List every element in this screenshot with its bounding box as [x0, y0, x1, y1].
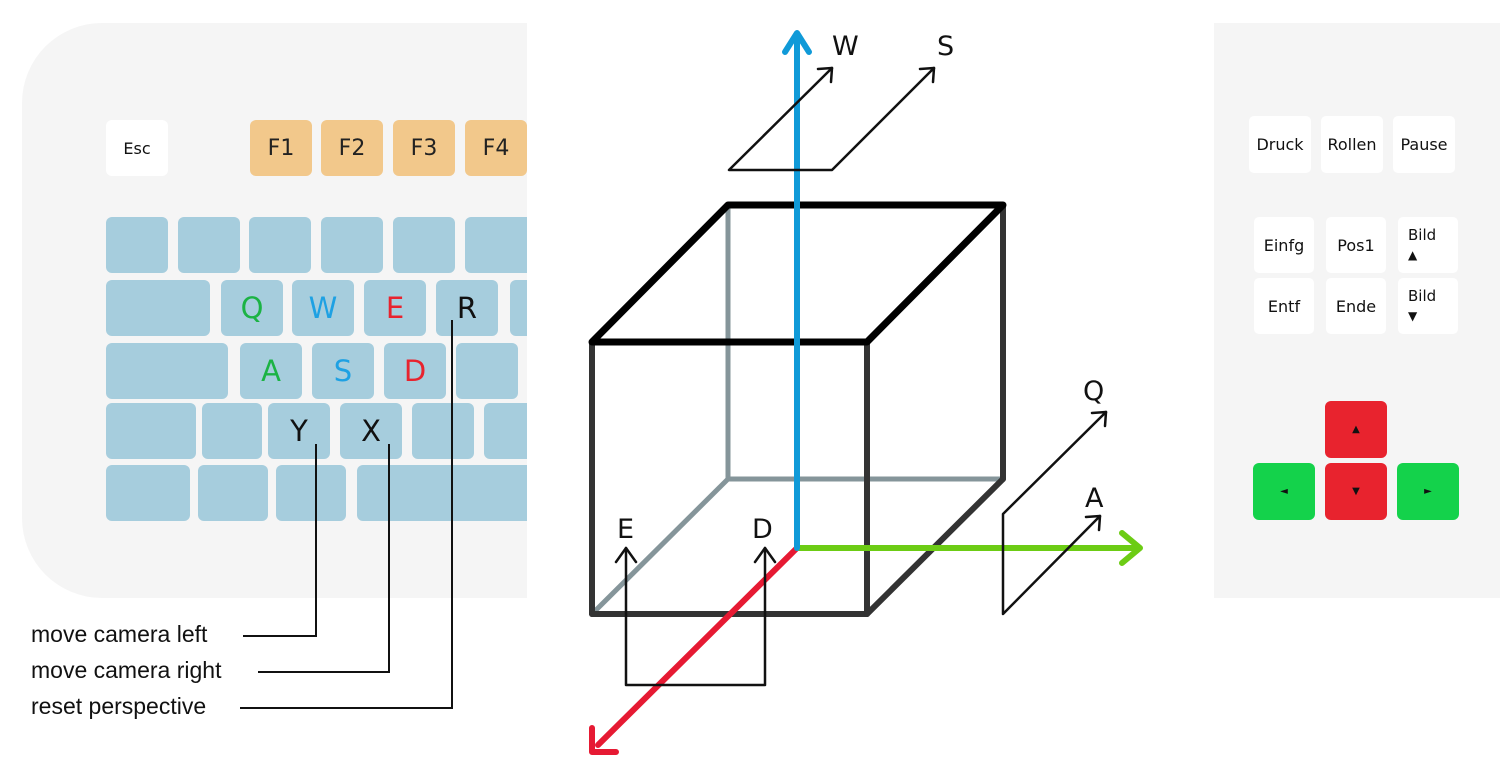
leader-line-y: [243, 444, 317, 637]
rotation-qa-indicator: [1001, 410, 1108, 616]
leader-line-x: [258, 444, 390, 673]
key-t[interactable]: [510, 280, 527, 336]
key-e[interactable]: E: [364, 280, 426, 336]
key-d[interactable]: D: [384, 343, 446, 399]
axis-front-arrowhead-icon: [589, 725, 619, 755]
key-capslock[interactable]: [106, 343, 228, 399]
key-space[interactable]: [357, 465, 527, 521]
key-number-row[interactable]: [465, 217, 527, 273]
diagram-label-w: W: [832, 31, 859, 62]
key-c[interactable]: [412, 403, 474, 459]
key-arrow-right[interactable]: ►: [1397, 463, 1459, 520]
key-arrow-up[interactable]: ▲: [1325, 401, 1387, 458]
key-bild-up-label: Bild: [1408, 226, 1437, 244]
key-bild-down-arrow-icon: ▼: [1408, 309, 1418, 323]
key-esc[interactable]: Esc: [106, 120, 168, 176]
key-arrow-left[interactable]: ◄: [1253, 463, 1315, 520]
key-f[interactable]: [456, 343, 518, 399]
key-r[interactable]: R: [436, 280, 498, 336]
key-number-row[interactable]: [321, 217, 383, 273]
axis-up-arrowhead-icon: [782, 30, 812, 55]
key-pos1[interactable]: Pos1: [1326, 217, 1386, 273]
caption-move-camera-right: move camera right: [31, 657, 222, 683]
diagram-label-q: Q: [1083, 376, 1104, 407]
key-entf[interactable]: Entf: [1254, 278, 1314, 334]
key-shift[interactable]: [106, 403, 196, 459]
diagram-label-d: D: [752, 514, 773, 545]
key-einfg[interactable]: Einfg: [1254, 217, 1314, 273]
key-f2[interactable]: F2: [321, 120, 383, 176]
cube-top-face: [588, 201, 1007, 346]
key-number-row[interactable]: [106, 217, 168, 273]
key-x[interactable]: X: [340, 403, 402, 459]
axis-right-arrowhead-icon: [1119, 530, 1143, 566]
key-tab[interactable]: [106, 280, 210, 336]
key-bild-up-arrow-icon: ▲: [1408, 248, 1418, 262]
caption-leader-lines: [240, 320, 453, 709]
key-angle-bracket[interactable]: [202, 403, 262, 459]
key-v[interactable]: [484, 403, 527, 459]
key-number-row[interactable]: [393, 217, 455, 273]
key-bild-down[interactable]: Bild ▼: [1398, 278, 1458, 334]
key-bild-down-label: Bild: [1408, 287, 1437, 305]
key-y[interactable]: Y: [268, 403, 330, 459]
diagram-label-s: S: [937, 31, 954, 62]
key-arrow-down[interactable]: ▼: [1325, 463, 1387, 520]
key-a[interactable]: A: [240, 343, 302, 399]
key-number-row[interactable]: [249, 217, 311, 273]
key-number-row[interactable]: [178, 217, 240, 273]
rotation-ed-indicator: [614, 546, 777, 687]
key-bild-up[interactable]: Bild ▲: [1398, 217, 1458, 273]
key-win[interactable]: [198, 465, 268, 521]
key-ende[interactable]: Ende: [1326, 278, 1386, 334]
key-alt[interactable]: [276, 465, 346, 521]
diagram-label-a: A: [1085, 483, 1104, 514]
key-q[interactable]: Q: [221, 280, 283, 336]
key-f1[interactable]: F1: [250, 120, 312, 176]
rotation-ws-indicator: [727, 66, 936, 172]
key-s[interactable]: S: [312, 343, 374, 399]
key-w[interactable]: W: [292, 280, 354, 336]
caption-reset-perspective: reset perspective: [31, 693, 207, 719]
key-f4[interactable]: F4: [465, 120, 527, 176]
caption-move-camera-left: move camera left: [31, 621, 208, 647]
key-f3[interactable]: F3: [393, 120, 455, 176]
keyboard-left-panel: Esc F1 F2 F3 F4 Q W E R A S D Y X: [22, 23, 527, 598]
leader-line-r: [240, 320, 453, 709]
key-ctrl[interactable]: [106, 465, 190, 521]
keyboard-right-panel: Druck Rollen Pause Einfg Pos1 Bild ▲ Ent…: [1214, 23, 1500, 598]
key-pause[interactable]: Pause: [1393, 116, 1455, 173]
key-druck[interactable]: Druck: [1249, 116, 1311, 173]
diagram-label-e: E: [617, 514, 634, 545]
key-rollen[interactable]: Rollen: [1321, 116, 1383, 173]
